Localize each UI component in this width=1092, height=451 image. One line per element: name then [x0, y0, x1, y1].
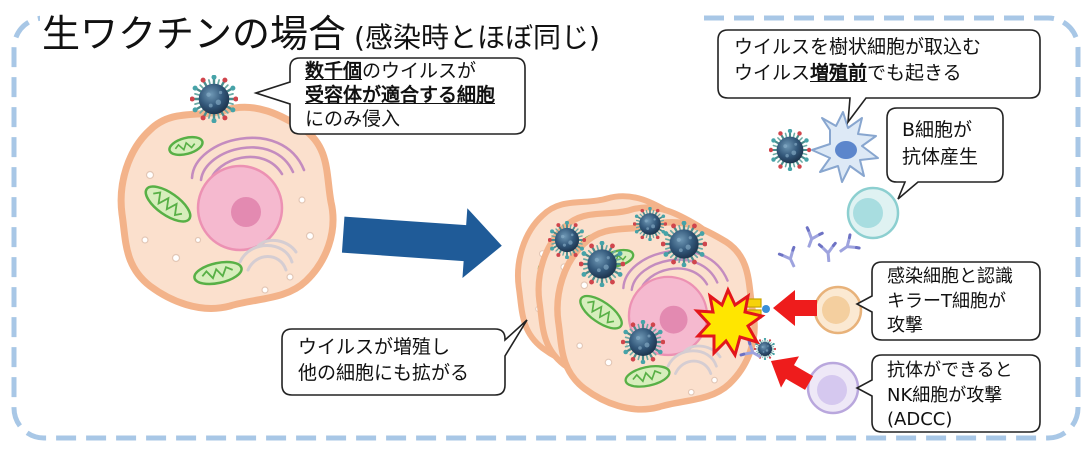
dendritic-line-2-pre: ウイルス [734, 62, 811, 84]
dashed-frame [11, 15, 1081, 441]
nk-bubble [855, 354, 1041, 433]
page-title: 生ワクチンの場合 (感染時とほぼ同じ) [42, 3, 600, 58]
explosion-icon [693, 286, 766, 359]
dendritic-line-1: ウイルスを樹状細胞が取込む [734, 36, 982, 58]
title-backdrop [40, 0, 696, 46]
spread-bubble-text: ウイルスが増殖し 他の細胞にも拡がる [298, 334, 469, 386]
entry-line-2: 受容体が適合する細胞 [305, 83, 495, 107]
b-cell-bubble-text: B細胞が 抗体産生 [902, 117, 978, 171]
b-cell-nucleus [853, 198, 883, 228]
nk-attack-arrow-icon [770, 356, 814, 390]
entry-line-3: にのみ侵入 [305, 108, 401, 130]
killer-t-cell-nucleus [822, 296, 850, 324]
spread-line-1: ウイルスが増殖し [298, 336, 451, 358]
dendritic-line-2-strong: 増殖前 [810, 62, 868, 84]
title-main: 生ワクチンの場合 [42, 12, 347, 56]
nk-bubble-text: 抗体ができると NK細胞が攻撃 (ADCC) [887, 359, 1013, 433]
dendritic-line-2-post: でも起きる [867, 62, 962, 84]
b-cell-bubble [886, 107, 1004, 200]
dendritic-line-2: ウイルス増殖前でも起きる [734, 60, 981, 86]
entry-line-1-strong: 数千個 [305, 60, 363, 82]
nk-line-1: 抗体ができると [887, 360, 1013, 381]
killer-t-line-3: 攻撃 [887, 315, 923, 336]
killer-t-bubble [855, 261, 1041, 341]
antibody-icon [834, 233, 861, 260]
nk-cell-nucleus [817, 375, 847, 405]
dendritic-bubble-text: ウイルスを樹状細胞が取込む ウイルス増殖前でも起きる [734, 34, 981, 86]
progress-arrow-icon [341, 208, 502, 279]
nk-line-2: NK細胞が攻撃 [887, 384, 1003, 406]
nk-line-3: (ADCC) [887, 409, 953, 430]
killer-t-attack-arrow-icon [773, 290, 817, 326]
b-cell-line-2: 抗体産生 [902, 146, 979, 168]
dendritic-bubble [717, 29, 1041, 125]
entry-line-1: 数千個のウイルスが [305, 59, 495, 83]
spread-line-2: 他の細胞にも拡がる [298, 362, 470, 384]
host-cell [121, 107, 333, 308]
title-sub: (感染時とほぼ同じ) [354, 21, 600, 54]
dendritic-cell-nucleus [835, 141, 857, 159]
entry-line-2-strong: 受容体が適合する細胞 [305, 84, 496, 106]
virus-icon [769, 129, 811, 171]
entry-bubble-text: 数千個のウイルスが 受容体が適合する細胞 にのみ侵入 [305, 59, 495, 131]
entry-line-1-rest: のウイルスが [362, 60, 477, 82]
b-cell-line-1: B細胞が [902, 119, 973, 141]
spread-bubble [281, 319, 528, 396]
killer-t-line-1: 感染細胞と認識 [887, 266, 1013, 287]
antibody-icon [817, 241, 839, 263]
killer-t-bubble-text: 感染細胞と認識 キラーT細胞が 攻撃 [887, 265, 1013, 339]
entry-bubble [253, 57, 526, 135]
antibody-icon [777, 245, 803, 272]
killer-t-line-2: キラーT細胞が [887, 290, 1006, 312]
